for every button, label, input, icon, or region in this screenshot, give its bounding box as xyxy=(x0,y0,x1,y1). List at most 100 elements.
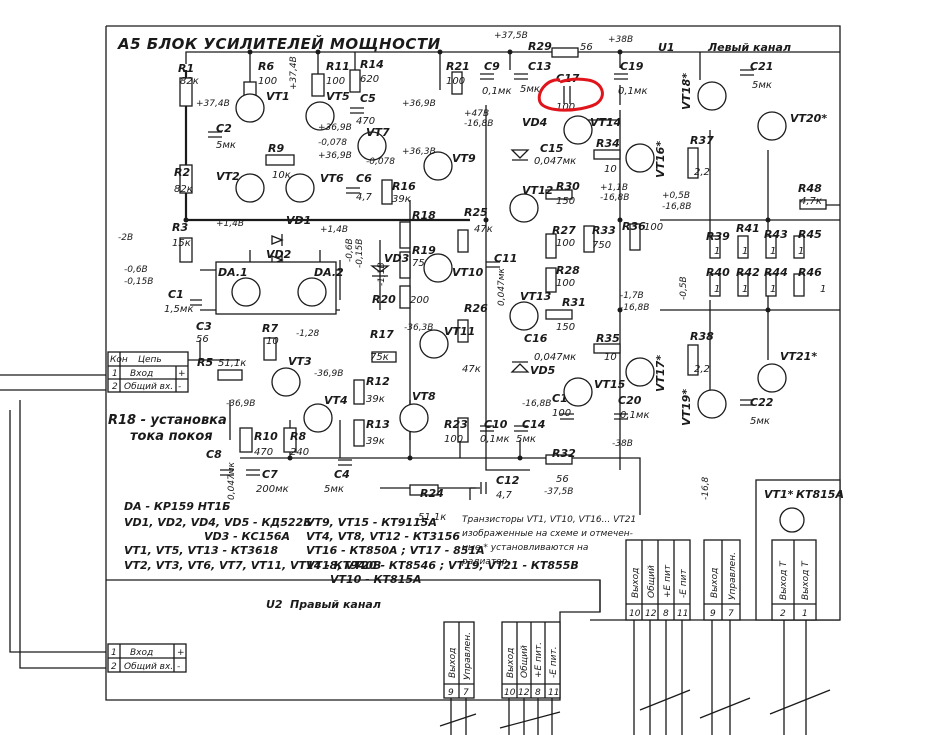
r28-value: 100 xyxy=(556,278,575,289)
temp-part: КТ815А xyxy=(796,488,844,501)
r2-value: 82к xyxy=(174,184,193,195)
r26-label: R26 xyxy=(464,302,488,315)
r6-value: 100 xyxy=(258,76,277,87)
c2-value: 5мк xyxy=(216,140,236,151)
r12-body xyxy=(353,379,365,405)
vt5-body xyxy=(305,101,335,131)
c7-plates xyxy=(246,469,260,476)
r9-body xyxy=(265,154,295,166)
r41-label: R41 xyxy=(736,222,760,235)
r8-value: 240 xyxy=(290,447,309,458)
out-conn-p2: 12 xyxy=(645,609,657,619)
input-conn-pin1: 1 xyxy=(112,369,118,379)
vt12-body xyxy=(509,193,539,223)
v-p14b: +1,4В xyxy=(320,225,348,235)
r43-one: 1 xyxy=(770,246,776,257)
junction-dot xyxy=(765,307,771,313)
r10-value: 470 xyxy=(254,447,273,458)
v-m168: -16,8 xyxy=(701,476,711,500)
r44-body xyxy=(765,273,777,297)
temp-p1: 2 xyxy=(780,609,786,619)
u2-p5: 8 xyxy=(535,688,541,698)
r20-value: 200 xyxy=(410,295,429,306)
r12-value: 39к xyxy=(366,394,385,405)
r40-body xyxy=(709,273,721,297)
c19-plates xyxy=(614,73,628,80)
r8-body xyxy=(283,427,297,453)
c13-value: 5мк xyxy=(520,84,540,95)
v-m0078: -0,078 xyxy=(318,138,347,148)
parts-7: VT4, VT8, VT12 - КТ3156 xyxy=(306,530,460,543)
r43-body xyxy=(765,235,777,259)
c19-label: C19 xyxy=(620,60,644,73)
r23-body xyxy=(457,417,469,443)
input-conn-name1: Вход xyxy=(130,369,153,379)
out-conn-l2: Общий xyxy=(647,565,657,598)
right-bus xyxy=(585,85,621,470)
r3-label: R3 xyxy=(172,221,188,234)
r25-body xyxy=(457,229,469,253)
parts-3: VD3 - КС156А xyxy=(204,530,290,543)
v-p363: +36,3В xyxy=(402,147,436,157)
r26-value: 47к xyxy=(462,364,481,375)
u2-connectors: Выход Управлен. 9 7 Выход Общий +Е пит. … xyxy=(443,621,561,699)
c16-value: 0,047мк xyxy=(534,352,576,363)
junction-dot xyxy=(437,49,443,55)
v-p369: +36,9В xyxy=(318,123,352,133)
c11-value: 0,047мк xyxy=(497,267,507,306)
c9-label: C9 xyxy=(484,60,500,73)
u2-cable-lines xyxy=(450,698,553,735)
da2-transistor xyxy=(297,277,327,307)
r42-label: R42 xyxy=(736,266,760,279)
v-m369: -36,9В xyxy=(314,369,343,379)
r45-one: 1 xyxy=(798,246,804,257)
da1-label: DA.1 xyxy=(218,266,248,279)
r13-body xyxy=(353,419,365,447)
c8-label: C8 xyxy=(206,448,222,461)
u1-channel: Левый канал xyxy=(707,41,791,54)
v-m0158b: -0,15В xyxy=(355,239,365,268)
out-conn-l1: Выход xyxy=(631,568,641,598)
c20-label: C20 xyxy=(618,394,642,407)
vt13-label: VT13 xyxy=(520,290,552,303)
r39-one: 1 xyxy=(714,246,720,257)
output-connector-u1: Выход Общий +Е пит -Е пит 10 12 8 11 xyxy=(625,539,691,621)
v-m28: -2В xyxy=(118,233,133,243)
v-p374: +37,4В xyxy=(196,99,230,109)
out-conn-l4: -Е пит xyxy=(679,568,689,598)
ctl-conn-grid xyxy=(704,540,740,620)
vt21-body xyxy=(757,363,787,393)
v-m178: -1,7В xyxy=(620,291,644,301)
r38-value: 2,2 xyxy=(694,364,710,375)
r14-value: 620 xyxy=(360,74,379,85)
c21-value: 5мк xyxy=(752,80,772,91)
temp-l1: Выход Т xyxy=(779,560,789,600)
r2-label: R2 xyxy=(174,166,190,179)
vt18-label: VT18* xyxy=(680,73,693,110)
r34-value: 10 xyxy=(604,164,617,175)
c7-label: C7 xyxy=(262,468,278,481)
output-bus xyxy=(660,219,840,311)
c15-label: C15 xyxy=(540,142,564,155)
note-transistors4: радиатор. xyxy=(461,557,510,567)
r16-label: R16 xyxy=(392,180,416,193)
vt19-label: VT19* xyxy=(680,389,693,426)
c14-value: 5мк xyxy=(516,434,536,445)
r26-body xyxy=(457,319,469,343)
r41-one: 1 xyxy=(742,246,748,257)
c22-label: C22 xyxy=(750,396,774,409)
c3-value: 56 xyxy=(196,334,209,345)
c14-label: C14 xyxy=(522,418,545,431)
c8-value: 0,047мк xyxy=(227,461,237,500)
v-m1688d: -16,8В xyxy=(620,303,649,313)
input-conn-sign1: + xyxy=(178,369,186,379)
v-m0078b: -0,078 xyxy=(366,157,395,167)
capacitors: C1 1,5мк C2 5мк C3 56 C4 5мк C5 470 C6 4… xyxy=(164,60,774,501)
c13-plates xyxy=(514,73,528,80)
r7-label: R7 xyxy=(262,322,278,335)
r1-label: R1 xyxy=(178,62,194,75)
vd3-symbol xyxy=(370,265,390,277)
vt21-label: VT21* xyxy=(780,350,817,363)
u2-out-grid xyxy=(502,622,560,698)
c18-plates xyxy=(560,413,574,420)
